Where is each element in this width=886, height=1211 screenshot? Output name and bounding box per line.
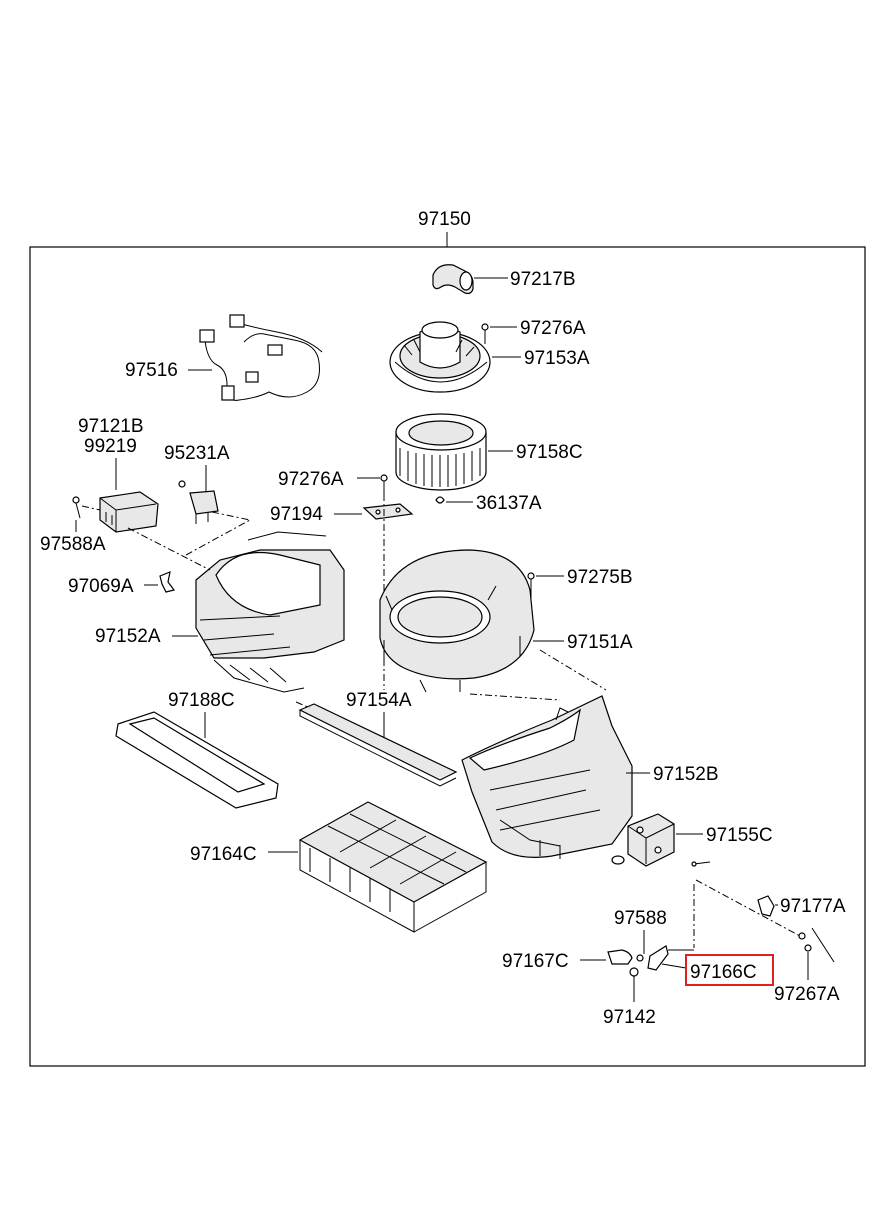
label-97516[interactable]: 97516 (125, 360, 178, 381)
dash-97588A (81, 505, 101, 511)
label-36137A[interactable]: 36137A (476, 493, 542, 514)
seal-part-97188C[interactable] (115, 711, 279, 809)
resistor-part-97121B[interactable] (99, 491, 159, 533)
wiring-harness-part-97516[interactable] (199, 314, 323, 401)
grommet-part (611, 855, 625, 865)
label-97151A[interactable]: 97151A (567, 632, 633, 653)
label-97275B[interactable]: 97275B (567, 567, 633, 588)
dash-97152A-c (211, 511, 251, 521)
screw-part-97276A-mid[interactable] (380, 474, 388, 494)
label-97142[interactable]: 97142 (603, 1007, 656, 1028)
label-97177A[interactable]: 97177A (780, 896, 846, 917)
label-97267A[interactable]: 97267A (774, 984, 840, 1005)
intake-case-part-97152A[interactable] (195, 531, 345, 693)
relay-part-95231A[interactable] (178, 480, 219, 524)
label-97152A[interactable]: 97152A (95, 626, 161, 647)
label-97166C[interactable]: 97166C (690, 962, 757, 983)
lever-part-97069A[interactable] (159, 571, 176, 593)
clip-part-36137A[interactable] (435, 496, 445, 504)
assembly-label: 97150 (418, 209, 471, 230)
dash-97177A (695, 879, 801, 937)
rod-part-97267A[interactable] (798, 927, 835, 963)
label-97588[interactable]: 97588 (614, 908, 667, 929)
link-part-97177A[interactable] (757, 895, 775, 917)
filter-cover-part-97154A[interactable] (298, 703, 458, 787)
label-97188C[interactable]: 97188C (168, 690, 235, 711)
filter-part-97164C[interactable] (298, 801, 488, 933)
dash-97152B-b (469, 693, 561, 701)
label-97152B[interactable]: 97152B (653, 764, 719, 785)
label-97069A[interactable]: 97069A (68, 576, 134, 597)
label-97154A[interactable]: 97154A (346, 690, 412, 711)
case-part-97152B[interactable] (461, 695, 633, 859)
dash-97154A (295, 701, 311, 709)
washer-part-97142[interactable] (629, 967, 639, 977)
dash-97152B (539, 649, 607, 691)
leader-97166C (661, 963, 687, 969)
label-97155C[interactable]: 97155C (706, 825, 773, 846)
label-97164C[interactable]: 97164C (190, 844, 257, 865)
label-99219[interactable]: 99219 (84, 436, 137, 457)
label-97276A-top[interactable]: 97276A (520, 318, 586, 339)
screw-part-97588[interactable] (636, 954, 644, 962)
label-95231A[interactable]: 95231A (164, 443, 230, 464)
screw-part-97588A[interactable] (72, 496, 81, 519)
duct-part-97217B[interactable] (432, 264, 474, 295)
screw-part-97275B[interactable] (527, 572, 535, 594)
label-97217B[interactable]: 97217B (510, 269, 576, 290)
label-97276A-mid[interactable]: 97276A (278, 469, 344, 490)
highlight-box-97166C (685, 954, 774, 986)
bracket-part-97194[interactable] (362, 503, 414, 520)
label-97153A[interactable]: 97153A (524, 348, 590, 369)
actuator-part-97155C[interactable] (627, 813, 711, 867)
label-97121B[interactable]: 97121B (78, 416, 144, 437)
blower-case-part-97151A[interactable] (379, 549, 535, 693)
label-97167C[interactable]: 97167C (502, 951, 569, 972)
lever-part-97167C[interactable] (607, 949, 633, 965)
dash-97152A-a (127, 527, 211, 571)
lever-part-97166C[interactable] (647, 945, 694, 971)
assembly-frame (29, 246, 866, 1067)
fan-part-97158C[interactable] (395, 413, 487, 491)
blower-motor-part-97153A[interactable] (389, 321, 491, 393)
label-97194[interactable]: 97194 (270, 504, 323, 525)
label-97158C[interactable]: 97158C (516, 442, 583, 463)
dash-97152A-b (185, 519, 251, 556)
label-97588A[interactable]: 97588A (40, 534, 106, 555)
screw-part-97276A-top[interactable] (481, 323, 489, 344)
